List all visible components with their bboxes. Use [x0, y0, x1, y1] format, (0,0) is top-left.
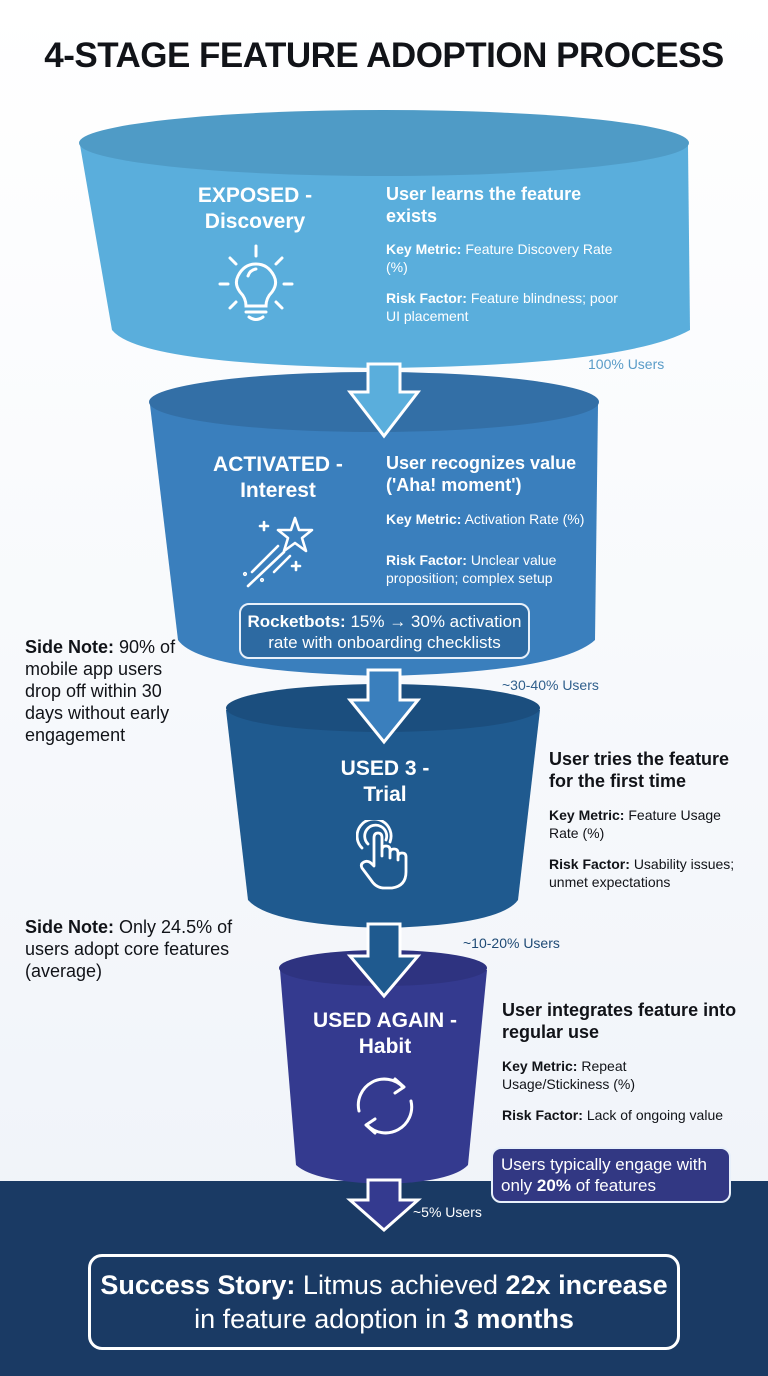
risk-label: Risk Factor:: [502, 1107, 583, 1123]
side-note-label: Side Note:: [25, 637, 115, 657]
tap-hand-icon: [356, 820, 408, 890]
risk-label: Risk Factor:: [386, 290, 467, 306]
risk-factor: Risk Factor: Feature blindness; poor UI …: [386, 289, 626, 325]
key-metric-value: Activation Rate (%): [464, 511, 585, 527]
stage-name-line2: Interest: [240, 479, 316, 502]
stage-name-line2: Discovery: [204, 210, 306, 233]
stage-name-line1: ACTIVATED -: [213, 453, 343, 476]
users-percentage: ~5% Users: [413, 1204, 482, 1220]
side-note-text: 90% of mobile app users drop off within …: [25, 637, 176, 745]
key-metric: Key Metric: Repeat Usage/Stickiness (%): [502, 1057, 682, 1093]
risk-label: Risk Factor:: [549, 856, 630, 872]
key-metric-label: Key Metric:: [386, 511, 462, 527]
side-note-text: Only 24.5% of users adopt core features …: [25, 917, 233, 981]
shooting-star-icon: [242, 516, 314, 588]
callout-text-pre: Users typically engage with only: [501, 1155, 707, 1195]
stage-headline: User recognizes value ('Aha! moment'): [386, 453, 577, 495]
side-note-core-features: Side Note: Only 24.5% of users adopt cor…: [25, 916, 250, 982]
refresh-cycle-icon: [356, 1077, 414, 1135]
risk-factor: Risk Factor: Usability issues; unmet exp…: [549, 855, 759, 891]
users-percentage: ~30-40% Users: [502, 677, 599, 693]
side-note-drop-off: Side Note: 90% of mobile app users drop …: [25, 636, 190, 746]
callout-highlight: 20%: [536, 1176, 571, 1195]
side-note-label: Side Note:: [25, 917, 115, 937]
callout-text: 15% → 30% activation rate with onboardin…: [268, 612, 522, 652]
stage-headline: User tries the feature for the first tim…: [549, 749, 730, 791]
callout-text-post: of features: [575, 1176, 657, 1195]
key-metric-value: Repeat Usage/Stickiness (%): [502, 1058, 636, 1092]
rocketbots-callout: Rocketbots: 15% → 30% activation rate wi…: [239, 603, 530, 659]
stage-name-line1: EXPOSED -: [197, 184, 313, 207]
stage-name-line2: Habit: [358, 1035, 412, 1058]
key-metric: Key Metric: Activation Rate (%): [386, 510, 586, 528]
success-story-box: Success Story: Litmus achieved 22x incre…: [88, 1254, 680, 1350]
risk-value: Lack of ongoing value: [586, 1107, 724, 1123]
success-story-text: Litmus achieved: [302, 1270, 499, 1300]
lightbulb-icon: [218, 244, 294, 321]
users-percentage: 100% Users: [588, 356, 665, 372]
key-metric-label: Key Metric:: [502, 1058, 578, 1074]
risk-factor: Risk Factor: Lack of ongoing value: [502, 1106, 762, 1124]
feature-engagement-callout: Users typically engage with only 20% of …: [491, 1147, 731, 1203]
key-metric-label: Key Metric:: [549, 807, 625, 823]
callout-label: Rocketbots:: [247, 612, 346, 631]
stage-headline: User learns the feature exists: [386, 184, 582, 226]
stage-headline: User integrates feature into regular use: [502, 1000, 737, 1042]
success-story-label: Success Story:: [100, 1270, 296, 1300]
stage-name: EXPOSED - Discovery: [180, 183, 330, 235]
stage-name: USED 3 - Trial: [310, 756, 460, 808]
page-title: 4-STAGE FEATURE ADOPTION PROCESS: [44, 36, 724, 75]
key-metric-value: Feature Usage Rate (%): [549, 807, 721, 841]
stage-name-line1: USED 3 -: [340, 757, 430, 780]
stage-name-line2: Trial: [363, 783, 407, 806]
success-story-highlight: 3 months: [453, 1304, 574, 1334]
stage-name: ACTIVATED - Interest: [198, 452, 358, 504]
key-metric: Key Metric: Feature Usage Rate (%): [549, 806, 749, 842]
stage-name-line1: USED AGAIN -: [313, 1009, 457, 1032]
risk-value: Feature blindness; poor UI placement: [386, 290, 618, 324]
key-metric: Key Metric: Feature Discovery Rate (%): [386, 240, 616, 276]
success-story-highlight: 22x increase: [505, 1270, 668, 1300]
users-percentage: ~10-20% Users: [463, 935, 560, 951]
risk-label: Risk Factor:: [386, 552, 467, 568]
risk-factor: Risk Factor: Unclear value proposition; …: [386, 551, 586, 587]
risk-value: Usability issues; unmet expectations: [549, 856, 735, 890]
risk-value: Unclear value proposition; complex setup: [386, 552, 557, 586]
success-story-text: in feature adoption in: [194, 1304, 447, 1334]
key-metric-label: Key Metric:: [386, 241, 462, 257]
key-metric-value: Feature Discovery Rate (%): [386, 241, 613, 275]
stage-name: USED AGAIN - Habit: [300, 1008, 470, 1060]
